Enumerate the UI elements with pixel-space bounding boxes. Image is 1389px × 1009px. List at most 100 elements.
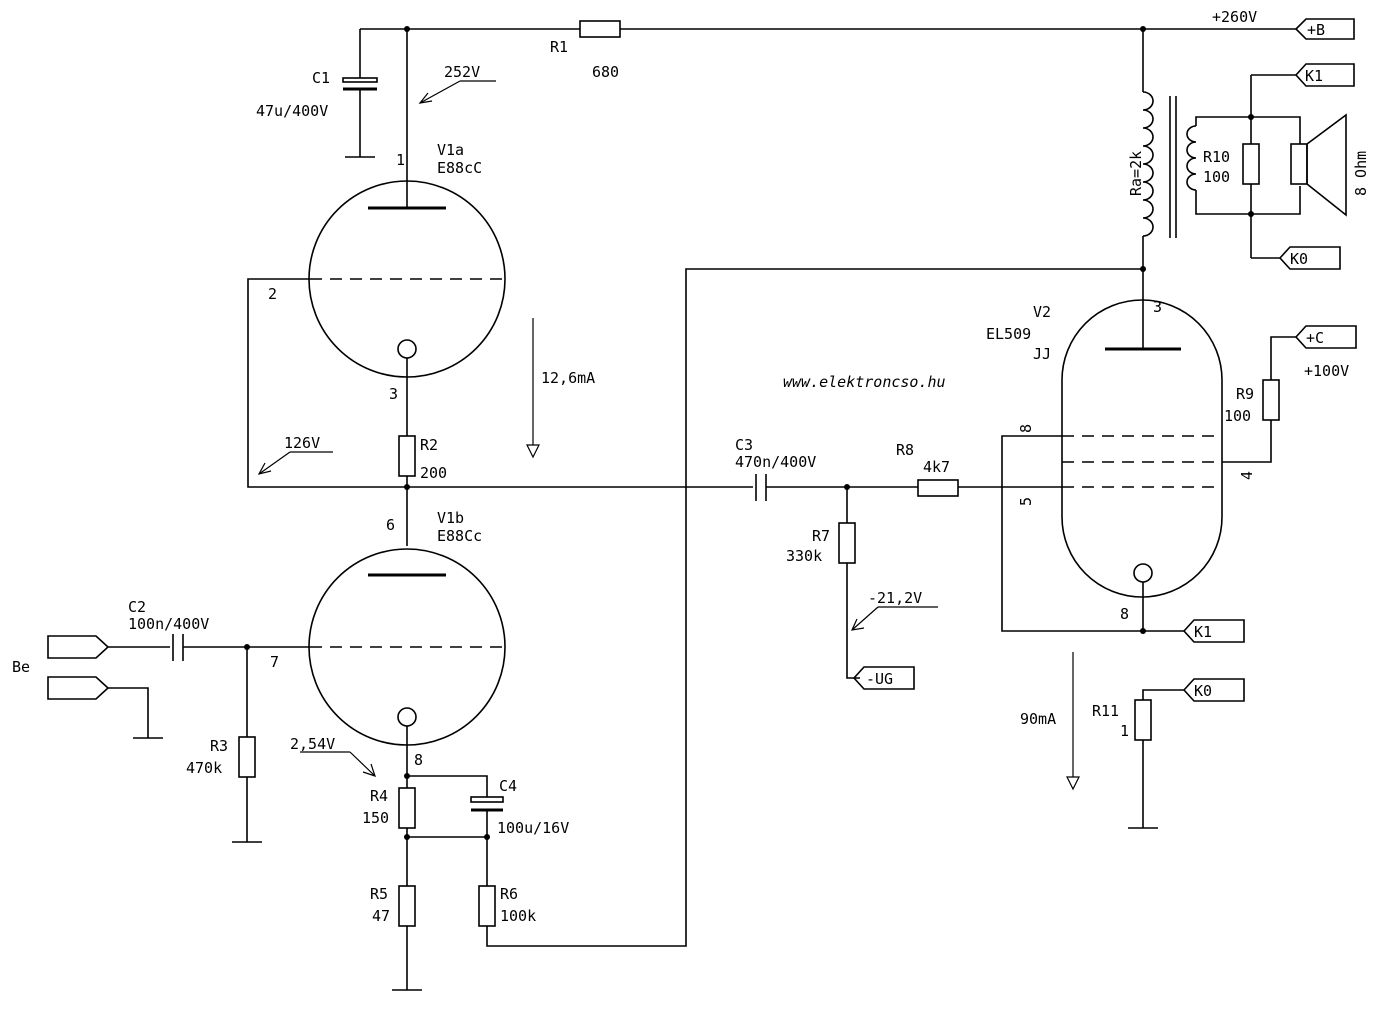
k0-top-terminal: K0: [1251, 246, 1341, 270]
c3-value: 470n/400V: [735, 453, 816, 471]
transformer-label: Ra=2k: [1127, 151, 1145, 196]
v2-pin-g2: 4: [1238, 471, 1256, 480]
r5-resistor: R5 47: [370, 885, 422, 991]
r10-resistor: R10 100: [1203, 75, 1260, 258]
v2-type: EL509: [986, 325, 1031, 343]
c3-ref: C3: [735, 436, 753, 454]
k1-bottom-label: K1: [1194, 623, 1212, 641]
input-label: Be: [12, 658, 30, 676]
r8-value: 4k7: [923, 458, 950, 476]
k0-bottom-terminal: K0: [1182, 678, 1245, 702]
r6-ref: R6: [500, 885, 518, 903]
v2-tube: 3 4 5 8 8 V2 EL509 JJ: [986, 298, 1256, 631]
v1b-cathode-voltage-label: 2,54V: [290, 735, 335, 753]
v2-pin-cathode: 8: [1120, 605, 1129, 623]
v1b-cathode-voltage: 2,54V: [290, 735, 376, 777]
c2-capacitor: C2 100n/400V: [128, 598, 310, 661]
speaker: 8 Ohm: [1290, 113, 1370, 217]
r2-resistor: R2 200: [398, 435, 447, 546]
v1b-pin-cathode: 8: [414, 751, 423, 769]
r9-resistor: R9 100: [1222, 336, 1296, 463]
r3-resistor: R3 470k: [186, 647, 262, 843]
v1b-type: E88Cc: [437, 527, 482, 545]
c4-ref: C4: [499, 777, 517, 795]
v1a-pin-cathode: 3: [389, 385, 398, 403]
v1a-cathode-voltage: 126V: [257, 434, 333, 475]
r7-ref: R7: [812, 527, 830, 545]
v2-grid-voltage: -21,2V: [850, 589, 938, 631]
r4-value: 150: [362, 809, 389, 827]
c-plus-voltage: +100V: [1304, 362, 1349, 380]
r3-value: 470k: [186, 759, 222, 777]
r1-value: 680: [592, 63, 619, 81]
k1-bottom-terminal: K1: [1182, 619, 1245, 643]
c2-ref: C2: [128, 598, 146, 616]
v2-pin-heater: 8: [1017, 424, 1035, 433]
v2-maker: JJ: [1033, 345, 1051, 363]
b-plus-voltage: +260V: [1212, 8, 1257, 26]
r5-value: 47: [372, 907, 390, 925]
v2-grid-voltage-label: -21,2V: [868, 589, 922, 607]
website-label: www.elektroncso.hu: [783, 373, 946, 391]
v1b-tube: 6 7 8 V1b E88Cc: [270, 509, 506, 788]
v1b-pin-plate: 6: [386, 516, 395, 534]
v1a-ref: V1a: [437, 141, 464, 159]
v2-pin-g1: 5: [1017, 497, 1035, 506]
c2-value: 100n/400V: [128, 615, 209, 633]
k1-top-label: K1: [1305, 67, 1323, 85]
r11-ref: R11: [1092, 702, 1119, 720]
k1-top-terminal: K1: [1251, 63, 1355, 87]
b-plus-terminal: +B +260V: [1212, 8, 1355, 40]
r8-ref: R8: [896, 441, 914, 459]
r2-ref: R2: [420, 436, 438, 454]
r10-ref: R10: [1203, 148, 1230, 166]
r9-ref: R9: [1236, 385, 1254, 403]
b-plus-rail: [360, 26, 1296, 32]
c-plus-terminal: +C +100V: [1294, 325, 1357, 380]
r11-value: 1: [1120, 722, 1129, 740]
ug-terminal: -UG: [852, 666, 915, 690]
r3-ref: R3: [210, 737, 228, 755]
r7-resistor: R7 330k: [786, 487, 860, 679]
r4-resistor: R4 150: [362, 773, 416, 886]
c1-value: 47u/400V: [256, 102, 328, 120]
r10-value: 100: [1203, 168, 1230, 186]
r7-value: 330k: [786, 547, 822, 565]
v1a-plate-voltage: 252V: [418, 63, 496, 104]
v2-pin-plate: 3: [1153, 298, 1162, 316]
v1-current-arrow: 12,6mA: [526, 318, 595, 459]
v1a-tube: 1 2 3 V1a E88cC: [268, 141, 506, 436]
v1a-pin-grid: 2: [268, 285, 277, 303]
r4-ref: R4: [370, 787, 388, 805]
r9-value: 100: [1224, 407, 1251, 425]
b-plus-label: +B: [1307, 21, 1325, 39]
k0-top-label: K0: [1290, 250, 1308, 268]
v2-ref: V2: [1033, 303, 1051, 321]
k0-bottom-label: K0: [1194, 682, 1212, 700]
c3-capacitor: C3 470n/400V: [735, 436, 918, 501]
r8-resistor: R8 4k7: [896, 441, 1062, 497]
v1a-plate-voltage-label: 252V: [444, 63, 480, 81]
v1b-ref: V1b: [437, 509, 464, 527]
r6-resistor: R6 100k: [478, 266, 1146, 947]
c1-ref: C1: [312, 69, 330, 87]
c-plus-label: +C: [1306, 329, 1324, 347]
v1a-cathode-voltage-label: 126V: [284, 434, 320, 452]
r1-resistor: R1 680: [550, 20, 621, 81]
v1-current-label: 12,6mA: [541, 369, 595, 387]
v1b-pin-grid: 7: [270, 653, 279, 671]
v2-current-arrow: 90mA: [1020, 652, 1080, 791]
input-terminals: Be: [12, 635, 170, 739]
c1-capacitor: C1 47u/400V: [256, 29, 378, 158]
v1a-pin-plate: 1: [396, 151, 405, 169]
r6-value: 100k: [500, 907, 536, 925]
speaker-label: 8 Ohm: [1352, 151, 1370, 196]
r11-resistor: R11 1: [1092, 689, 1184, 829]
v1a-type: E88cC: [437, 159, 482, 177]
c4-value: 100u/16V: [497, 819, 569, 837]
r1-ref: R1: [550, 38, 568, 56]
v2-current-label: 90mA: [1020, 710, 1056, 728]
r5-ref: R5: [370, 885, 388, 903]
ug-label: -UG: [866, 670, 893, 688]
